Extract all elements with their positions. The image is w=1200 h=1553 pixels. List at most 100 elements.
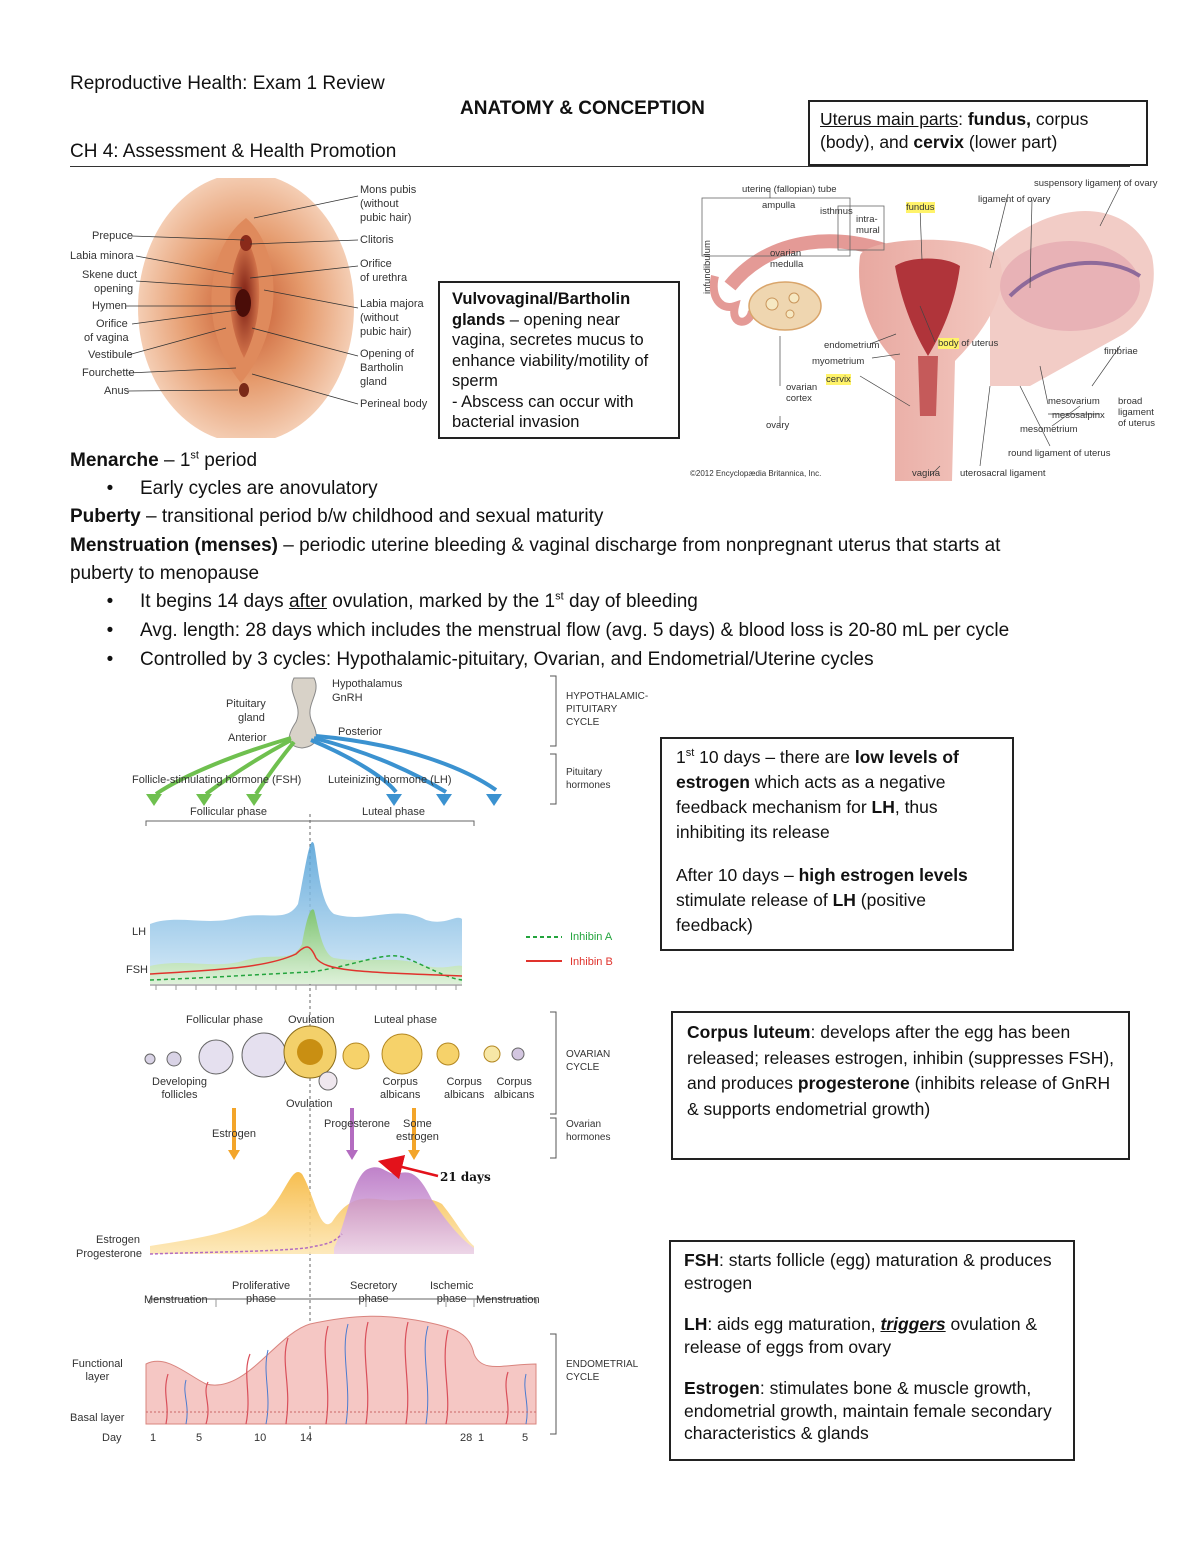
label-infundibulum: infundibulum bbox=[702, 240, 713, 294]
uterus-parts-lead: Uterus main parts bbox=[820, 109, 959, 129]
label-prepuce: Prepuce bbox=[92, 230, 133, 242]
bullet-3-text: Controlled by 3 cycles: Hypothalamic-pit… bbox=[140, 649, 874, 670]
estrogen-p2: After 10 days – high estrogen levels sti… bbox=[676, 863, 998, 938]
label-posterior: Posterior bbox=[338, 726, 383, 738]
day-tick-14: 14 bbox=[300, 1432, 313, 1444]
label-lh-long: Luteinizing hormone (LH) bbox=[328, 774, 452, 786]
label-anterior: Anterior bbox=[228, 732, 267, 744]
fsh-def: : starts follicle (egg) maturation & pro… bbox=[684, 1250, 1052, 1293]
label-progesterone-arrow: Progesterone bbox=[324, 1118, 391, 1130]
bartholin-note: - Abscess can occur with bacterial invas… bbox=[452, 392, 634, 432]
puberty-line: Puberty – transitional period b/w childh… bbox=[70, 503, 603, 531]
label-isthmus: isthmus bbox=[820, 206, 853, 217]
corpus-b: (inhibits release of GnRH & supports end… bbox=[687, 1073, 1111, 1119]
label-perineal-body: Perineal body bbox=[360, 398, 428, 410]
label-majora-without: (without bbox=[360, 312, 399, 324]
label-basal-layer: Basal layer bbox=[70, 1412, 125, 1424]
p2-b: stimulate release of bbox=[676, 890, 833, 910]
estrogen-feedback-box: 1st 10 days – there are low levels of es… bbox=[660, 737, 1014, 951]
label-mesovarium: mesovarium bbox=[1048, 396, 1100, 407]
uterus-rest1: corpus (body), and bbox=[820, 109, 1089, 152]
p1-b: 10 days – there are bbox=[694, 747, 855, 767]
chapter-heading: CH 4: Assessment & Health Promotion bbox=[70, 141, 397, 162]
p1-a: 1 bbox=[676, 747, 686, 767]
label-corpus-albicans-2: Corpus albicans bbox=[444, 1076, 485, 1101]
puberty-term: Puberty bbox=[70, 506, 141, 527]
p2-a: After 10 days – bbox=[676, 865, 799, 885]
bullet-1-c: day of bleeding bbox=[563, 591, 698, 612]
bullet-dot: • bbox=[106, 478, 114, 499]
hormone-functions-box: FSH: starts follicle (egg) maturation & … bbox=[669, 1240, 1075, 1461]
menstruation-term: Menstruation (menses) bbox=[70, 535, 278, 556]
menstruation-line2: puberty to menopause bbox=[70, 563, 260, 584]
label-body-of-uterus: body of uterus bbox=[938, 338, 998, 349]
label-myometrium: myometrium bbox=[812, 356, 865, 367]
label-luteal-phase: Luteal phase bbox=[362, 806, 425, 818]
menarche-bullet: • Early cycles are anovulatory bbox=[100, 475, 900, 503]
label-orifice-urethra: Orifice bbox=[360, 258, 392, 270]
doc-title: Reproductive Health: Exam 1 Review bbox=[70, 73, 385, 94]
lh-def-line: LH: aids egg maturation, triggers ovulat… bbox=[684, 1313, 1060, 1358]
fsh-def-line: FSH: starts follicle (egg) maturation & … bbox=[684, 1249, 1060, 1294]
label-gland-pit: gland bbox=[238, 712, 265, 724]
bullet-1-underline: after bbox=[288, 591, 327, 612]
uterus-illustration bbox=[701, 185, 1154, 481]
section-title: ANATOMY & CONCEPTION bbox=[460, 98, 705, 119]
label-endometrial-cycle: ENDOMETRIAL CYCLE bbox=[566, 1359, 639, 1383]
label-cervix: cervix bbox=[826, 374, 851, 385]
header-rule bbox=[70, 166, 1130, 167]
menstruation-line: Menstruation (menses) – periodic uterine… bbox=[70, 532, 1000, 560]
label-hymen: Hymen bbox=[92, 300, 127, 312]
label-some-estrogen: Some estrogen bbox=[396, 1118, 439, 1143]
bullet-dot: • bbox=[106, 649, 114, 670]
label-uterosacral: uterosacral ligament bbox=[960, 468, 1046, 479]
label-fsh-axis: FSH bbox=[126, 964, 148, 976]
label-corpus-albicans-1: Corpus albicans bbox=[380, 1076, 421, 1101]
estrogen-def: : stimulates bone & muscle growth, endom… bbox=[684, 1378, 1052, 1443]
label-ligament-of-ovary: ligament of ovary bbox=[978, 194, 1051, 205]
label-ovary: ovary bbox=[766, 420, 790, 431]
day-tick-1b: 1 bbox=[478, 1432, 485, 1444]
label-suspensory-ligament: suspensory ligament of ovary bbox=[1034, 178, 1158, 189]
bullet-dot: • bbox=[106, 591, 114, 612]
label-endometrium: endometrium bbox=[824, 340, 880, 351]
menarche-line: Menarche – 1st period bbox=[70, 447, 257, 475]
bullet-1-text: It begins 14 days after ovulation, marke… bbox=[140, 588, 698, 616]
label-of-uterus: of uterus bbox=[958, 338, 999, 349]
label-mons-hair: pubic hair) bbox=[360, 212, 412, 224]
menarche-sup: st bbox=[190, 449, 199, 462]
p1-bold-lh: LH bbox=[871, 797, 895, 817]
menstruation-bullet-2: • Avg. length: 28 days which includes th… bbox=[100, 617, 1160, 645]
menstruation-bullet-3: • Controlled by 3 cycles: Hypothalamic-p… bbox=[100, 646, 1000, 674]
p1-bold-low-estrogen: low levels of estrogen bbox=[676, 747, 959, 792]
p1-c: which acts as a negative feedback mechan… bbox=[676, 772, 946, 817]
menarche-end: period bbox=[198, 450, 258, 471]
label-ovulation: Ovulation bbox=[288, 1014, 335, 1026]
estrogen-p1: 1st 10 days – there are low levels of es… bbox=[676, 745, 998, 845]
day-tick-5b: 5 bbox=[522, 1432, 529, 1444]
label-fundus: fundus bbox=[906, 202, 935, 213]
label-orifice: Orifice bbox=[96, 318, 128, 330]
label-fourchette: Fourchette bbox=[82, 367, 135, 379]
label-lh-axis: LH bbox=[132, 926, 147, 938]
label-of-vagina: of vagina bbox=[84, 332, 129, 344]
label-follicular-phase: Follicular phase bbox=[190, 806, 268, 818]
vulva-illustration bbox=[138, 173, 354, 443]
label-ovarian-cycle: OVARIAN CYCLE bbox=[566, 1049, 611, 1073]
label-ovarian-medulla: ovarian medulla bbox=[770, 248, 804, 270]
label-vagina: vagina bbox=[912, 468, 940, 479]
label-copyright: ©2012 Encyclopædia Britannica, Inc. bbox=[690, 469, 822, 478]
label-labia-minora: Labia minora bbox=[70, 250, 134, 262]
label-round-ligament: round ligament of uterus bbox=[1008, 448, 1111, 459]
label-fimbriae: fimbriae bbox=[1104, 346, 1138, 357]
uterus-figure: uterine (fallopian) tube ampulla isthmus… bbox=[690, 176, 1160, 482]
uterus-colon: : bbox=[958, 109, 968, 129]
label-luteal-phase-2: Luteal phase bbox=[374, 1014, 437, 1026]
cervix-term: cervix bbox=[913, 132, 964, 152]
p1-sup: st bbox=[685, 747, 695, 760]
bullet-1-sup: st bbox=[555, 590, 564, 603]
label-functional-layer: Functional layer bbox=[72, 1358, 123, 1383]
bullet-dot: • bbox=[106, 620, 114, 641]
day-tick-28: 28 bbox=[460, 1432, 473, 1444]
corpus-a: : develops after the egg has been releas… bbox=[687, 1022, 1115, 1093]
